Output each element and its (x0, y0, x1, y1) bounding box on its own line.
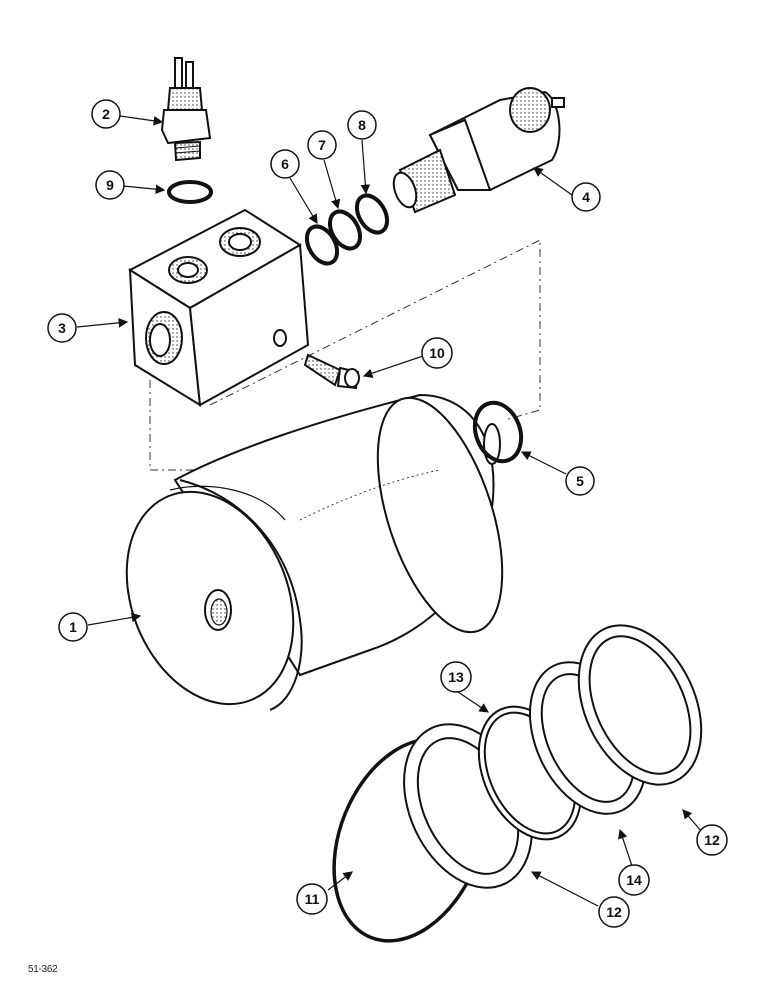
svg-text:3: 3 (58, 320, 66, 336)
callout-2: 2 (91, 99, 121, 129)
accumulator-cylinder (125, 393, 504, 711)
callout-13: 13 (440, 661, 472, 693)
o-ring-5 (472, 400, 524, 464)
svg-text:4: 4 (582, 189, 590, 205)
callout-10: 10 (421, 337, 453, 369)
svg-text:14: 14 (626, 872, 642, 888)
svg-text:5: 5 (576, 473, 584, 489)
sensor-unit (392, 87, 565, 214)
svg-text:7: 7 (318, 137, 326, 153)
callout-6: 6 (270, 149, 300, 179)
callout-9: 9 (95, 170, 125, 200)
callout-3: 3 (47, 313, 77, 343)
callout-5: 5 (565, 466, 595, 496)
callout-11: 11 (296, 883, 328, 915)
callout-1: 1 (58, 612, 88, 642)
callout-8: 8 (347, 110, 377, 140)
pressure-switch (160, 57, 212, 162)
svg-text:12: 12 (606, 904, 622, 920)
svg-text:1: 1 (69, 619, 77, 635)
callout-12-lower: 12 (598, 896, 630, 928)
svg-text:11: 11 (305, 891, 320, 907)
piston-rings (403, 624, 703, 889)
valve-block (127, 208, 310, 407)
svg-text:2: 2 (102, 106, 110, 122)
assembly-guide-lines (149, 239, 541, 471)
callout-12-upper: 12 (696, 824, 728, 856)
leader-lines (76, 115, 703, 907)
callout-7: 7 (307, 130, 337, 160)
seal-rings-6-7-8 (304, 193, 390, 266)
svg-text:13: 13 (448, 669, 464, 685)
callouts: 1 2 3 4 5 6 7 8 9 10 11 12 12 13 14 (47, 99, 728, 928)
o-ring-9 (167, 180, 213, 204)
svg-text:12: 12 (704, 832, 720, 848)
svg-text:9: 9 (106, 177, 114, 193)
svg-text:10: 10 (429, 345, 445, 361)
callout-14: 14 (618, 864, 650, 896)
svg-text:6: 6 (281, 156, 289, 172)
figure-id: 51-362 (28, 964, 58, 975)
svg-text:8: 8 (358, 117, 366, 133)
callout-4: 4 (571, 182, 601, 212)
banjo-bolt (303, 353, 360, 390)
